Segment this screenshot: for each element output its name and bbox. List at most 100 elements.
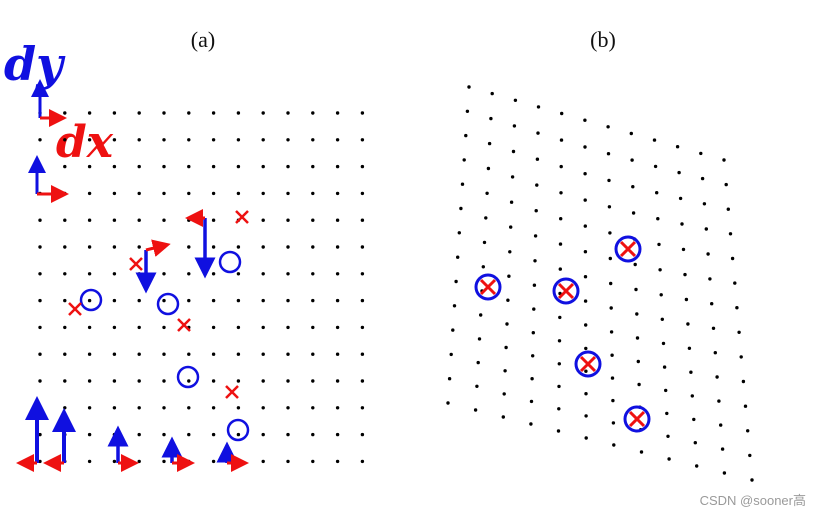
grid-dot [112, 325, 117, 330]
grid-dot [633, 262, 637, 267]
grid-dot [607, 205, 612, 209]
grid-dot [702, 202, 707, 206]
grid-dot [730, 256, 735, 261]
grid-dot [531, 331, 535, 335]
grid-dot [286, 138, 290, 142]
grid-dot [452, 304, 457, 308]
grid-dot [211, 272, 216, 276]
grid-dot [261, 406, 265, 410]
grid-dot [211, 432, 216, 437]
grid-dot [112, 272, 117, 276]
grid-dot [606, 152, 611, 156]
grid-dot [677, 170, 681, 175]
panel-b-dot-grid [446, 85, 754, 482]
grid-dot [137, 218, 141, 222]
grid-dot [584, 323, 588, 327]
target-point-circle [552, 277, 580, 305]
grid-dot [710, 302, 714, 306]
grid-dot [611, 421, 616, 425]
dy-label: dy [4, 37, 66, 91]
matched-point-marker [574, 350, 602, 378]
grid-dot [722, 158, 726, 162]
grid-dot [112, 218, 117, 222]
grid-dot [38, 432, 42, 437]
grid-dot [236, 352, 241, 356]
grid-dot [629, 131, 633, 136]
displacement-arrow [161, 436, 195, 472]
grid-dot [583, 198, 587, 202]
grid-dot [657, 242, 661, 247]
grid-dot [112, 298, 117, 303]
grid-dot [462, 158, 466, 162]
grid-dot [446, 401, 450, 405]
grid-dot [503, 369, 507, 373]
grid-dot [311, 352, 315, 356]
grid-dot [360, 138, 365, 142]
grid-dot [717, 399, 721, 403]
target-point-circle [474, 273, 502, 301]
displacement-arrow [185, 209, 216, 279]
grid-dot [187, 245, 191, 249]
grid-dot [693, 441, 697, 445]
grid-dot [236, 111, 241, 115]
grid-dot [162, 325, 166, 330]
displacement-arrow [16, 396, 49, 472]
source-point-cross [557, 282, 575, 300]
grid-dot [87, 272, 92, 276]
source-point-cross [177, 318, 191, 332]
grid-dot [739, 355, 743, 359]
grid-dot [533, 259, 537, 263]
grid-dot [699, 151, 703, 156]
grid-dot [311, 138, 315, 142]
grid-dot [447, 377, 452, 381]
grid-dot [261, 325, 265, 330]
grid-dot [211, 245, 216, 249]
grid-dot [137, 111, 141, 115]
grid-dot [655, 191, 659, 195]
dy-axis-arrow [31, 79, 67, 127]
grid-dot [733, 281, 737, 285]
grid-dot [559, 217, 563, 221]
source-point-cross [619, 240, 637, 258]
grid-dot [610, 353, 614, 357]
grid-dot [610, 376, 615, 380]
grid-dot [557, 339, 562, 343]
grid-dot [634, 287, 638, 292]
grid-dot [583, 299, 588, 303]
grid-dot [656, 217, 660, 221]
grid-dot [211, 406, 216, 410]
source-point-cross [225, 385, 239, 399]
grid-dot [286, 432, 290, 437]
grid-dot [261, 245, 265, 249]
grid-dot [532, 307, 536, 311]
grid-dot [286, 111, 290, 115]
grid-dot [137, 352, 141, 356]
grid-dot [504, 345, 508, 350]
grid-dot [360, 406, 365, 410]
grid-dot [211, 352, 216, 356]
grid-dot [529, 422, 533, 426]
grid-dot [449, 352, 453, 357]
grid-dot [236, 164, 241, 169]
grid-dot [261, 272, 265, 276]
grid-dot [490, 91, 494, 96]
grid-dot [584, 392, 588, 396]
target-point-circle [156, 292, 180, 316]
grid-dot [63, 164, 67, 169]
grid-dot [558, 315, 562, 320]
grid-dot [556, 429, 561, 433]
grid-dot [38, 245, 42, 249]
grid-dot [661, 341, 666, 346]
grid-dot [261, 138, 265, 142]
grid-dot [631, 211, 636, 215]
grid-dot [583, 118, 587, 122]
grid-dot [708, 277, 712, 281]
grid-dot [635, 336, 640, 340]
grid-dot [38, 379, 42, 383]
grid-dot [659, 293, 663, 297]
source-point-cross [129, 257, 143, 271]
grid-dot [236, 325, 241, 330]
grid-dot [557, 362, 561, 366]
grid-dot [639, 450, 644, 454]
grid-dot [454, 279, 458, 284]
